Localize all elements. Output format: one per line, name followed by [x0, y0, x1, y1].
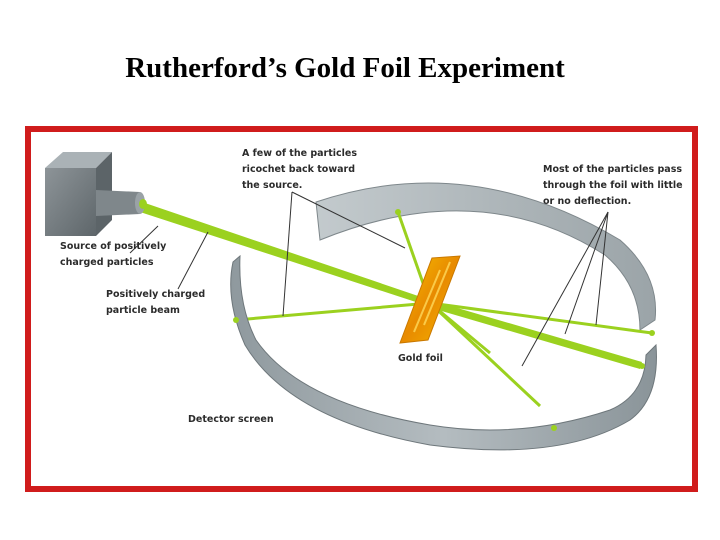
main-beam	[140, 203, 430, 305]
label-pass: Most of the particles pass through the f…	[543, 164, 686, 207]
label-ricochet-line: ricochet back toward	[242, 164, 355, 175]
label-ricochet: A few of the particles ricochet back tow…	[242, 148, 360, 191]
label-beam-line: Positively charged	[106, 289, 205, 300]
label-pass-line: Most of the particles pass	[543, 164, 682, 175]
label-source-line: charged particles	[60, 257, 154, 268]
particle-source	[45, 152, 147, 236]
label-gold-foil: Gold foil	[398, 353, 443, 364]
gold-foil-sheen	[413, 261, 451, 333]
label-ricochet-line: the source.	[242, 180, 302, 191]
label-beam: Positively charged particle beam	[106, 289, 208, 316]
gold-foil	[399, 255, 461, 344]
label-pass-line: or no deflection.	[543, 196, 631, 207]
label-source: Source of positively charged particles	[60, 241, 170, 268]
label-beam-line: particle beam	[106, 305, 180, 316]
pass-beam	[428, 300, 642, 369]
impact-dots	[233, 209, 655, 431]
label-ricochet-line: A few of the particles	[242, 148, 357, 159]
slide-title: Rutherford’s Gold Foil Experiment	[125, 52, 565, 84]
label-detector-screen: Detector screen	[188, 414, 274, 425]
leader-lines	[129, 191, 609, 367]
detector-ring-front	[230, 254, 657, 451]
label-source-line: Source of positively	[60, 241, 167, 252]
detector-ring-back	[315, 182, 657, 331]
label-pass-line: through the foil with little	[543, 180, 683, 191]
